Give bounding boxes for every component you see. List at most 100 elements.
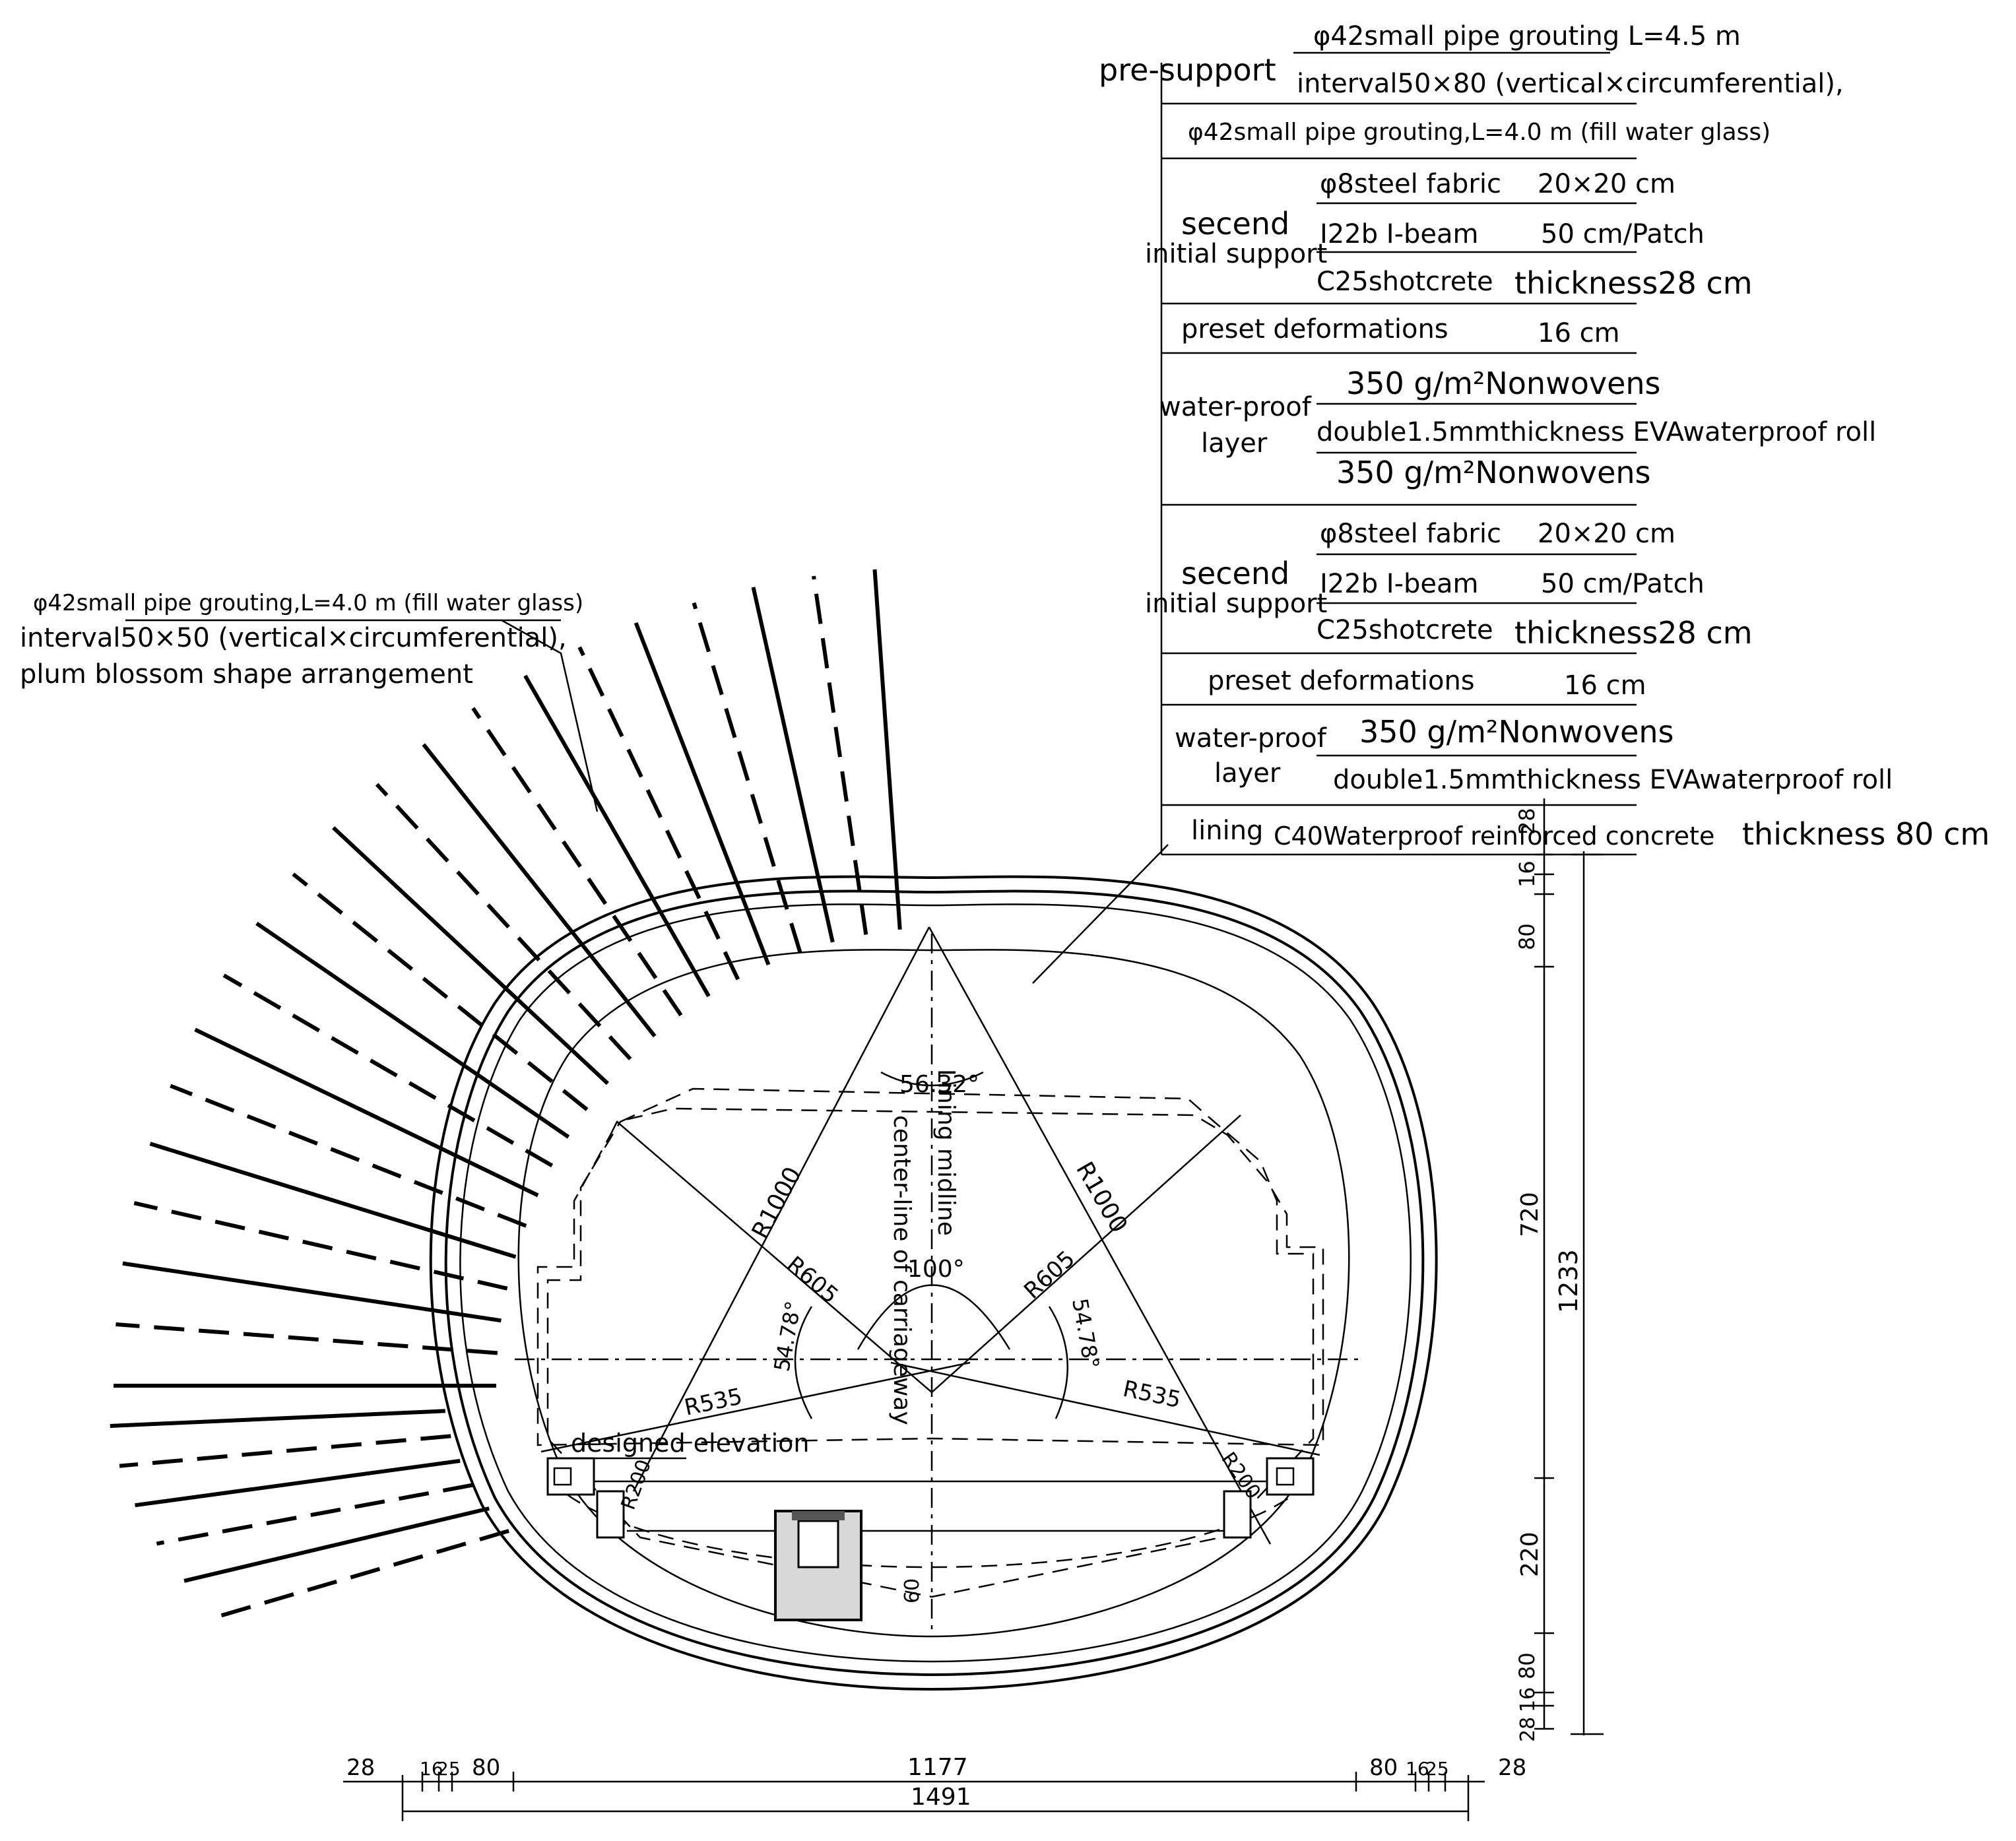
grouting-pipe [577, 646, 740, 981]
vertical-dimensions: 28 16 80 720 220 80 16 28 1233 [1514, 798, 1604, 1742]
grouting-pipe [375, 783, 632, 1060]
grouting-pipe [149, 1142, 517, 1259]
grouting-pipe [122, 1261, 502, 1323]
grouting-pipe [523, 674, 711, 998]
drainage-details [546, 1457, 1315, 1621]
grouting-pipe [170, 1083, 527, 1228]
grouting-pipe [812, 575, 868, 935]
clearance-envelope [546, 1087, 1315, 1598]
hdim-1491: 1491 [911, 1784, 971, 1811]
hdim-80-right: 80 [1369, 1755, 1398, 1781]
r535-left-label: R535 [682, 1383, 745, 1421]
r1000-right-line [928, 926, 1272, 1545]
r605-right-line [931, 1114, 1241, 1393]
left-note: φ42small pipe grouting,L=4.0 m (fill wat… [20, 590, 599, 812]
waterproof1-line1: 350 g/m²Nonwovens [1346, 366, 1661, 401]
support1-label1: secend [1181, 206, 1289, 242]
r535-left-line [540, 1361, 971, 1453]
center-line-label: center-line of carriageway [888, 1115, 915, 1425]
vchain-ticks [1534, 853, 1554, 1730]
grouting-pipe [471, 707, 683, 1017]
horizontal-dimensions: 28 16 25 80 1177 80 16 25 28 1491 [343, 1754, 1526, 1821]
grouting-pipe [115, 1322, 498, 1355]
vdim-28-top: 28 [1514, 808, 1540, 835]
vdim-80-bot: 80 [1514, 1652, 1540, 1679]
hdim-1177: 1177 [907, 1754, 968, 1781]
left-trench-inner [553, 1467, 572, 1486]
grouting-pipe [183, 1506, 490, 1583]
grouting-pipe [634, 622, 771, 965]
r605-right-label: R605 [1019, 1246, 1080, 1305]
pre-support-label: pre-support [1099, 52, 1276, 88]
support2-shot: C25shotcrete [1317, 615, 1493, 645]
angle-left-label: 54.78° [769, 1299, 806, 1374]
waterproof1-label1: water-proof [1159, 392, 1312, 422]
outer-ring-2 [444, 889, 1425, 1677]
support2-fabric: φ8steel fabric [1320, 519, 1501, 549]
r535-right-label: R535 [1121, 1376, 1183, 1414]
grouting-pipe [133, 1201, 508, 1291]
grouting-pipes [110, 569, 902, 1619]
left-note-line1: φ42small pipe grouting,L=4.0 m (fill wat… [33, 590, 583, 616]
support2-beam: I22b I-beam [1320, 569, 1479, 599]
construction-geometry [515, 844, 1359, 1636]
lining-label: lining [1191, 816, 1263, 846]
grouting-pipe [119, 1434, 451, 1468]
grouting-pipe [751, 587, 835, 943]
designed-elevation-label: designed elevation [571, 1429, 810, 1458]
dim-60-label: 60 [901, 1578, 924, 1603]
support2-shot-val: thickness28 cm [1514, 615, 1753, 651]
grouting-pipe [692, 602, 802, 953]
grouting-pipe [110, 1409, 445, 1428]
tunnel-annotations: 56.32° 100° R1000 R1000 R605 R605 R535 R… [558, 1069, 1265, 1603]
outer-ring-3 [459, 903, 1412, 1663]
grouting-pipe [422, 743, 657, 1038]
support2-label1: secend [1181, 556, 1289, 591]
lining-text: C40Waterproof reinforced concrete [1274, 822, 1714, 851]
grouting-pipe [156, 1483, 474, 1546]
angle-arc-center [857, 1284, 1011, 1350]
hdim-28-right: 28 [1498, 1755, 1526, 1781]
vdim-16-bot: 16 [1516, 1687, 1540, 1712]
angle-arc-left [794, 1306, 813, 1419]
angle-arc-top [880, 1071, 984, 1087]
hdim-16-left: 16 [420, 1758, 443, 1780]
left-curb [596, 1490, 625, 1539]
vdim-28-bot: 28 [1516, 1717, 1540, 1742]
vdim-16-top: 16 [1514, 860, 1540, 888]
r200-left-label: R200 [617, 1456, 657, 1512]
grouting-pipe [222, 973, 554, 1168]
r605-left-line [616, 1121, 932, 1393]
preset1-value: 16 cm [1538, 318, 1620, 348]
preset2-label: preset deformations [1208, 666, 1475, 696]
support2-fabric-val: 20×20 cm [1538, 519, 1675, 549]
r1000-left-line [632, 926, 930, 1492]
r1000-left-label: R1000 [747, 1163, 807, 1243]
spec-table: pre-support φ42small pipe grouting L=4.5… [1099, 21, 1990, 856]
grouting-pipe [292, 872, 589, 1111]
hdim-25-left: 25 [437, 1758, 461, 1780]
waterproof2-label2: layer [1214, 758, 1281, 789]
grouting-pipe [216, 1529, 509, 1619]
angle-center-label: 100° [907, 1256, 965, 1283]
support1-fabric: φ8steel fabric [1320, 169, 1501, 199]
vdim-720: 720 [1516, 1192, 1544, 1237]
angle-top-label: 56.32° [899, 1071, 979, 1098]
hdim-16-right: 16 [1406, 1758, 1429, 1780]
preset1-label: preset deformations [1181, 314, 1448, 344]
hdim-80-left: 80 [472, 1755, 500, 1781]
r1000-right-label: R1000 [1070, 1157, 1132, 1238]
support2-label2: initial support [1145, 589, 1327, 619]
right-curb [1223, 1490, 1252, 1539]
grouting-pipe [135, 1458, 461, 1508]
grouting-pipe [872, 569, 902, 930]
angle-arc-right [1048, 1306, 1069, 1419]
waterproof1-line3: 350 g/m²Nonwovens [1336, 455, 1651, 490]
r605-left-label: R605 [781, 1251, 843, 1309]
waterproof1-line2: double1.5mmthickness EVAwaterproof roll [1317, 417, 1876, 447]
vdim-1233: 1233 [1554, 1249, 1583, 1313]
pre-support-line2: interval50×80 (vertical×circumferential)… [1297, 69, 1844, 99]
hdim-25-right: 25 [1425, 1758, 1449, 1780]
vdim-220: 220 [1516, 1532, 1544, 1577]
